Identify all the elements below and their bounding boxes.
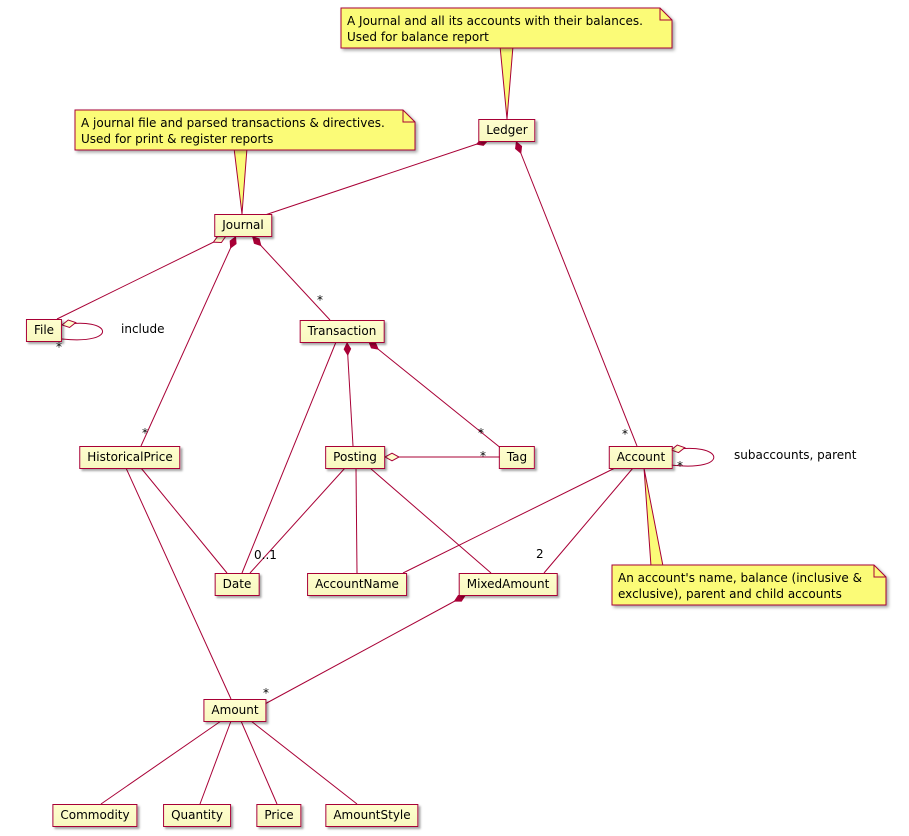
label-include: include — [121, 322, 165, 336]
multiplicity-posting-tag: * — [480, 449, 486, 463]
class-amountstyle: AmountStyle — [325, 804, 419, 827]
edge-file-self-include — [62, 323, 103, 341]
edge-historicalprice-amount — [125, 467, 232, 700]
class-commodity: Commodity — [52, 804, 138, 827]
multiplicity-account-self: * — [677, 459, 683, 473]
multiplicity-journal-historicalprice: * — [142, 426, 148, 440]
class-ledger: Ledger — [478, 119, 536, 142]
class-accountname: AccountName — [307, 573, 407, 596]
edge-amount-quantity — [199, 720, 232, 805]
note-tail-ledger — [499, 45, 514, 120]
note-fold-ledger — [659, 8, 672, 21]
class-posting: Posting — [325, 446, 385, 469]
edge-journal-transaction — [251, 235, 331, 321]
class-tag: Tag — [498, 446, 536, 469]
class-price: Price — [256, 804, 302, 827]
note-body-ledger — [340, 7, 673, 49]
class-quantity: Quantity — [163, 804, 231, 827]
note-journal: A journal file and parsed transactions &… — [81, 116, 385, 146]
note-fold-journal — [402, 110, 415, 123]
edge-posting-date — [249, 467, 346, 574]
note-fold-account — [873, 565, 886, 578]
edge-posting-accountname — [355, 467, 358, 574]
multiplicity-journal-transaction: * — [317, 293, 323, 307]
multiplicity-account-mixedamount: 2 — [536, 547, 544, 561]
class-transaction: Transaction — [299, 320, 385, 343]
multiplicity-file-include: * — [56, 340, 62, 354]
edge-historicalprice-date — [140, 467, 228, 574]
multiplicity-transaction-tag: * — [478, 426, 484, 440]
note-tail-journal — [233, 147, 248, 215]
edge-ledger-account — [515, 140, 638, 447]
multiplicity-mixedamount-amount: * — [263, 686, 269, 700]
note-body-account — [611, 564, 887, 606]
edge-account-self-subaccounts — [671, 448, 715, 467]
class-account: Account — [608, 446, 674, 469]
edge-amount-commodity — [100, 720, 222, 805]
class-amount: Amount — [203, 699, 267, 722]
edge-journal-historicalprice — [140, 235, 237, 447]
edge-ledger-journal — [261, 138, 490, 217]
class-date: Date — [214, 573, 260, 596]
edge-transaction-date — [241, 341, 337, 574]
note-tail-account — [643, 467, 664, 567]
edge-account-accountname — [402, 467, 616, 574]
class-mixedamount: MixedAmount — [458, 573, 558, 596]
class-file: File — [25, 319, 63, 342]
edge-amount-price — [240, 720, 278, 805]
edge-transaction-posting — [343, 341, 354, 447]
edge-mixedamount-amount — [262, 594, 467, 706]
note-ledger: A Journal and all its accounts with thei… — [347, 14, 643, 44]
edge-posting-mixedamount — [369, 467, 492, 574]
class-journal: Journal — [214, 214, 272, 237]
multiplicity-posting-date: 0..1 — [254, 548, 277, 562]
label-subaccounts-parent: subaccounts, parent — [734, 448, 857, 462]
multiplicity-ledger-account: * — [622, 427, 628, 441]
edge-account-mixedamount — [543, 467, 634, 574]
note-account: An account's name, balance (inclusive & … — [618, 571, 862, 601]
note-body-journal — [74, 109, 416, 151]
edge-journal-file — [56, 236, 226, 320]
edge-amount-amountstyle — [250, 720, 358, 805]
class-historicalprice: HistoricalPrice — [79, 446, 181, 469]
edge-transaction-tag — [367, 340, 503, 450]
